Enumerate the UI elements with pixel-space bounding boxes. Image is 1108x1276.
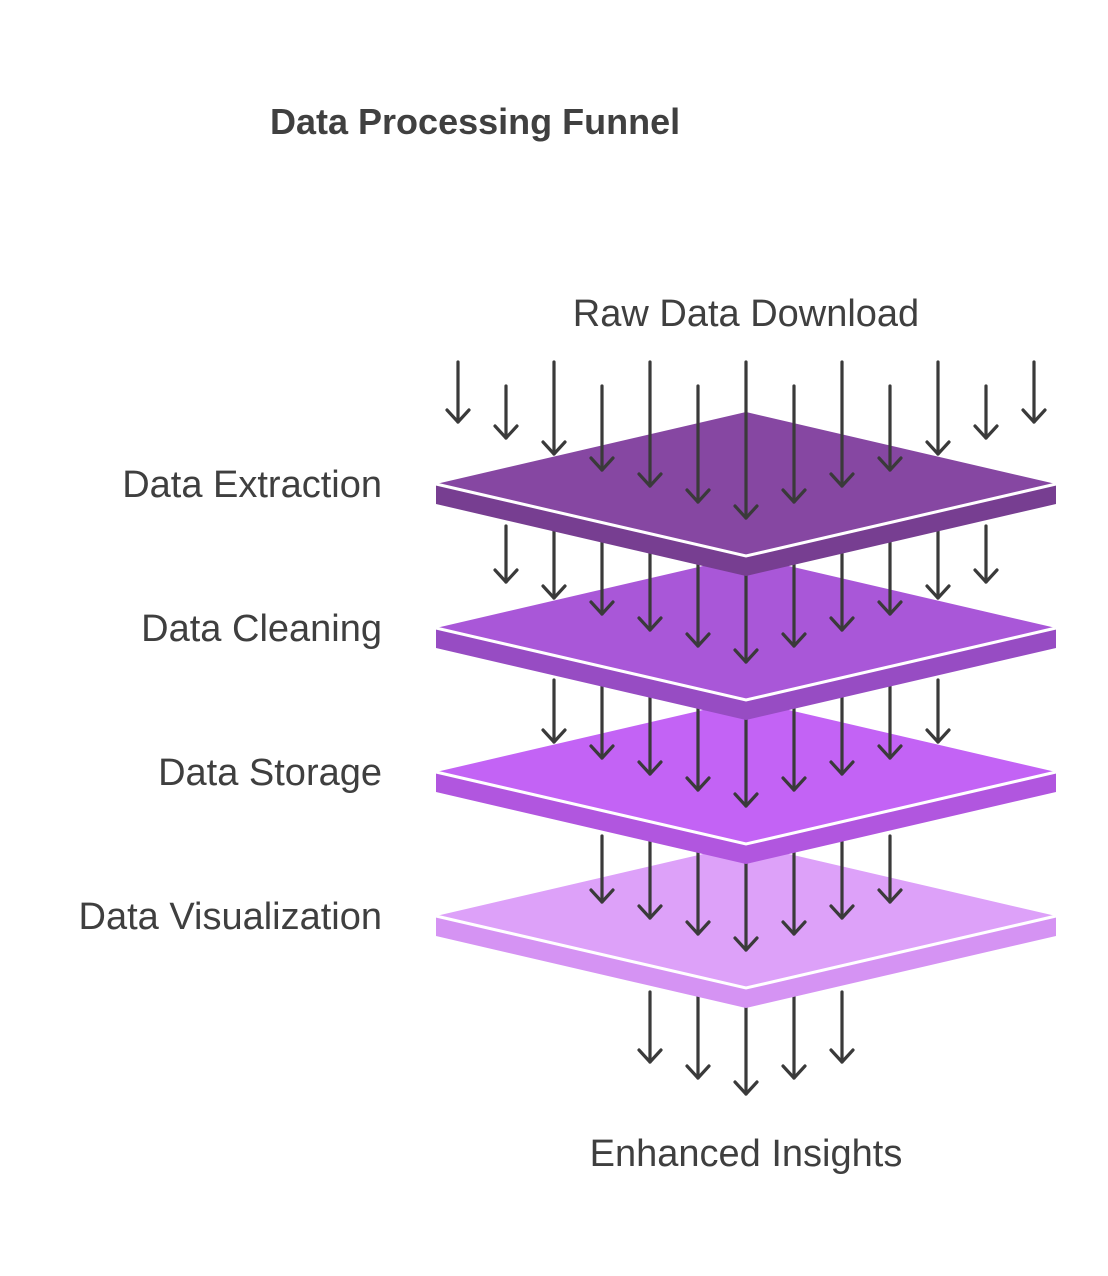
arrow-head — [541, 584, 567, 600]
arrow-head — [877, 744, 903, 760]
down-arrow-icon — [541, 678, 567, 744]
down-arrow-icon — [685, 384, 711, 504]
arrow-head — [781, 488, 807, 504]
layer-label: Data Extraction — [122, 464, 382, 506]
down-arrow-icon — [877, 834, 903, 904]
layer-edge — [435, 626, 1057, 702]
layer-edge — [435, 914, 1057, 990]
down-arrow-icon — [589, 384, 615, 472]
arrow-head — [637, 904, 663, 920]
output-label: Enhanced Insights — [590, 1133, 903, 1175]
arrow-head — [685, 776, 711, 792]
arrow-head — [733, 648, 759, 664]
arrow-head — [541, 728, 567, 744]
arrow-head — [637, 760, 663, 776]
down-arrow-icon — [493, 524, 519, 584]
arrow-head — [781, 1064, 807, 1080]
arrow-head — [493, 568, 519, 584]
diagram-title: Data Processing Funnel — [270, 101, 680, 142]
down-arrow-icon — [637, 360, 663, 488]
down-arrow-icon — [1021, 360, 1047, 424]
arrow-head — [493, 424, 519, 440]
arrow-head — [685, 632, 711, 648]
down-arrow-icon — [541, 360, 567, 456]
arrow-head — [733, 504, 759, 520]
layer-1: Data Extraction — [122, 412, 1057, 576]
arrow-head — [685, 488, 711, 504]
arrow-head — [733, 1080, 759, 1096]
arrow-head — [973, 424, 999, 440]
layer-side — [436, 484, 1056, 576]
layer-edge — [435, 482, 1057, 558]
down-arrow-icon — [781, 384, 807, 504]
arrow-head — [829, 760, 855, 776]
arrow-head — [877, 600, 903, 616]
down-arrow-icon — [877, 384, 903, 472]
down-arrow-icon — [925, 524, 951, 600]
down-arrow-icon — [637, 834, 663, 920]
funnel-stack: Data Visualization Data Storage Data Clean… — [79, 360, 1057, 1096]
arrow-head — [589, 456, 615, 472]
arrow-head — [541, 440, 567, 456]
arrow-head — [925, 584, 951, 600]
arrow-head — [1021, 408, 1047, 424]
down-arrow-icon — [925, 360, 951, 456]
down-arrow-icon — [541, 524, 567, 600]
arrow-head — [877, 888, 903, 904]
down-arrow-icon — [733, 360, 759, 520]
arrow-head — [829, 904, 855, 920]
down-arrow-icon — [877, 678, 903, 760]
arrow-head — [925, 728, 951, 744]
down-arrow-icon — [685, 990, 711, 1080]
layer-2: Data Cleaning — [141, 556, 1057, 720]
arrow-head — [733, 936, 759, 952]
layer-label: Data Visualization — [79, 896, 382, 938]
arrow-head — [925, 440, 951, 456]
layer-label: Data Cleaning — [141, 608, 382, 650]
down-arrow-icon — [925, 678, 951, 744]
arrow-head — [829, 1048, 855, 1064]
down-arrow-icon — [973, 384, 999, 440]
arrow-head — [637, 472, 663, 488]
arrow-head — [973, 568, 999, 584]
arrow-head — [637, 616, 663, 632]
arrow-head — [829, 472, 855, 488]
arrow-head — [781, 632, 807, 648]
band-arrows-0 — [445, 360, 1047, 520]
layer-edge — [435, 770, 1057, 846]
output-arrows — [637, 990, 855, 1096]
down-arrow-icon — [733, 990, 759, 1096]
arrow-head — [877, 456, 903, 472]
down-arrow-icon — [829, 360, 855, 488]
arrow-head — [685, 1064, 711, 1080]
down-arrow-icon — [781, 990, 807, 1080]
down-arrow-icon — [493, 384, 519, 440]
down-arrow-icon — [973, 524, 999, 584]
layer-3: Data Storage — [158, 700, 1057, 864]
down-arrow-icon — [589, 834, 615, 904]
arrow-head — [589, 744, 615, 760]
arrow-head — [445, 408, 471, 424]
down-arrow-icon — [829, 834, 855, 920]
layer-side — [436, 772, 1056, 864]
arrow-head — [589, 888, 615, 904]
down-arrow-icon — [637, 990, 663, 1064]
layer-side — [436, 628, 1056, 720]
input-label: Raw Data Download — [573, 293, 919, 335]
down-arrow-icon — [829, 990, 855, 1064]
layer-4: Data Visualization — [79, 844, 1057, 1008]
arrow-head — [733, 792, 759, 808]
layer-label: Data Storage — [158, 752, 382, 794]
down-arrow-icon — [445, 360, 471, 424]
arrow-head — [781, 920, 807, 936]
layer-side — [436, 916, 1056, 1008]
arrow-head — [589, 600, 615, 616]
arrow-head — [781, 776, 807, 792]
arrow-head — [685, 920, 711, 936]
arrow-head — [637, 1048, 663, 1064]
down-arrow-icon — [589, 678, 615, 760]
arrow-head — [829, 616, 855, 632]
